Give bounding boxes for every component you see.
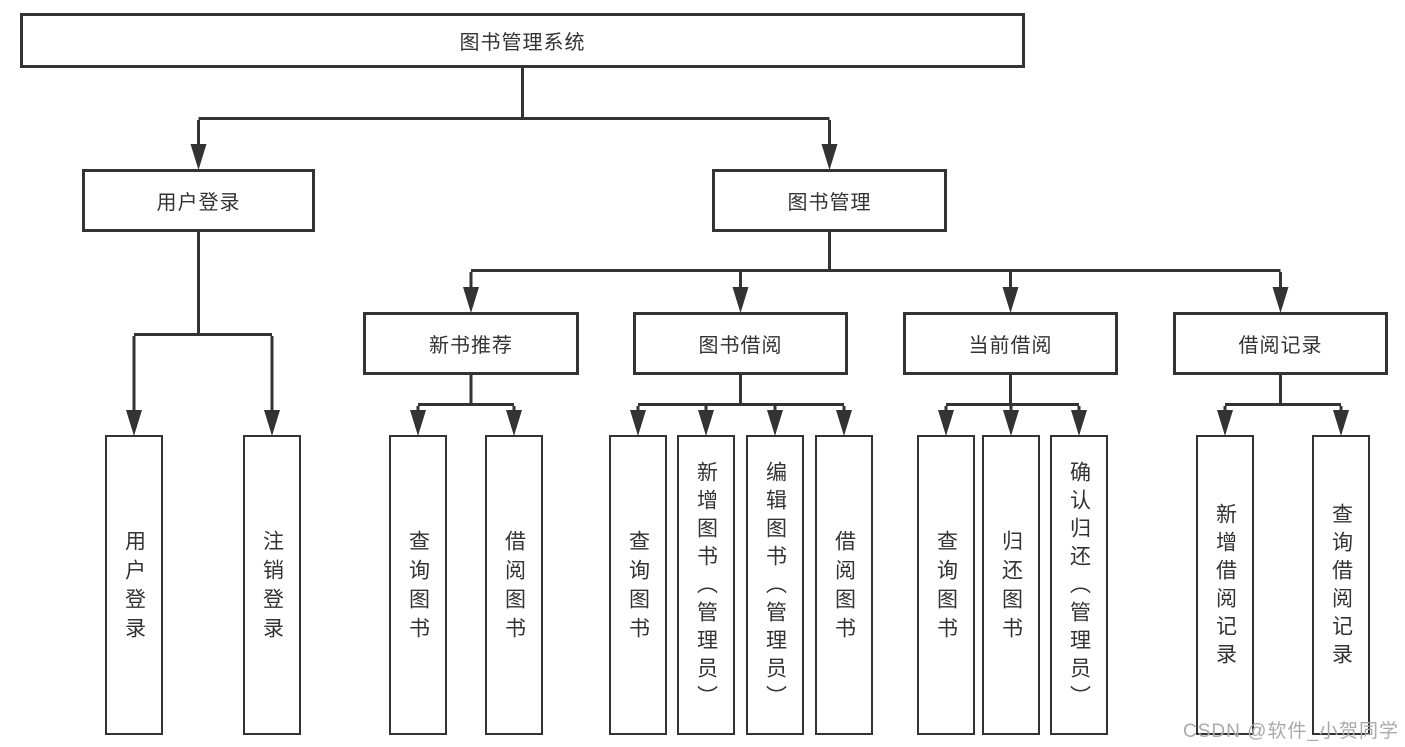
- node-current-borrowing: 当前借阅: [903, 312, 1118, 375]
- node-user-login: 用户登录: [82, 169, 315, 232]
- leaf-borrow-books-borrowing: 借阅图书: [815, 435, 873, 735]
- leaf-query-books-current: 查询图书: [917, 435, 975, 735]
- leaf-edit-books-admin: 编辑图书（管理员）: [746, 435, 804, 735]
- leaf-borrow-books-recommend: 借阅图书: [485, 435, 543, 735]
- leaf-user-login: 用户登录: [105, 435, 163, 735]
- node-new-book-recommendation: 新书推荐: [363, 312, 579, 375]
- leaf-logout: 注销登录: [243, 435, 301, 735]
- node-borrowing-records: 借阅记录: [1173, 312, 1388, 375]
- leaf-return-books: 归还图书: [982, 435, 1040, 735]
- watermark: CSDN @软件_小贺同学: [1183, 721, 1399, 742]
- node-book-borrowing: 图书借阅: [633, 312, 848, 375]
- leaf-add-borrow-record: 新增借阅记录: [1196, 435, 1254, 735]
- node-book-management: 图书管理: [712, 169, 947, 232]
- leaf-query-books-borrowing: 查询图书: [609, 435, 667, 735]
- leaf-query-books-recommend: 查询图书: [389, 435, 447, 735]
- leaf-add-books-admin: 新增图书（管理员）: [677, 435, 735, 735]
- leaf-confirm-return-admin: 确认归还（管理员）: [1050, 435, 1108, 735]
- node-library-management-system: 图书管理系统: [20, 13, 1025, 68]
- leaf-query-borrow-record: 查询借阅记录: [1312, 435, 1370, 735]
